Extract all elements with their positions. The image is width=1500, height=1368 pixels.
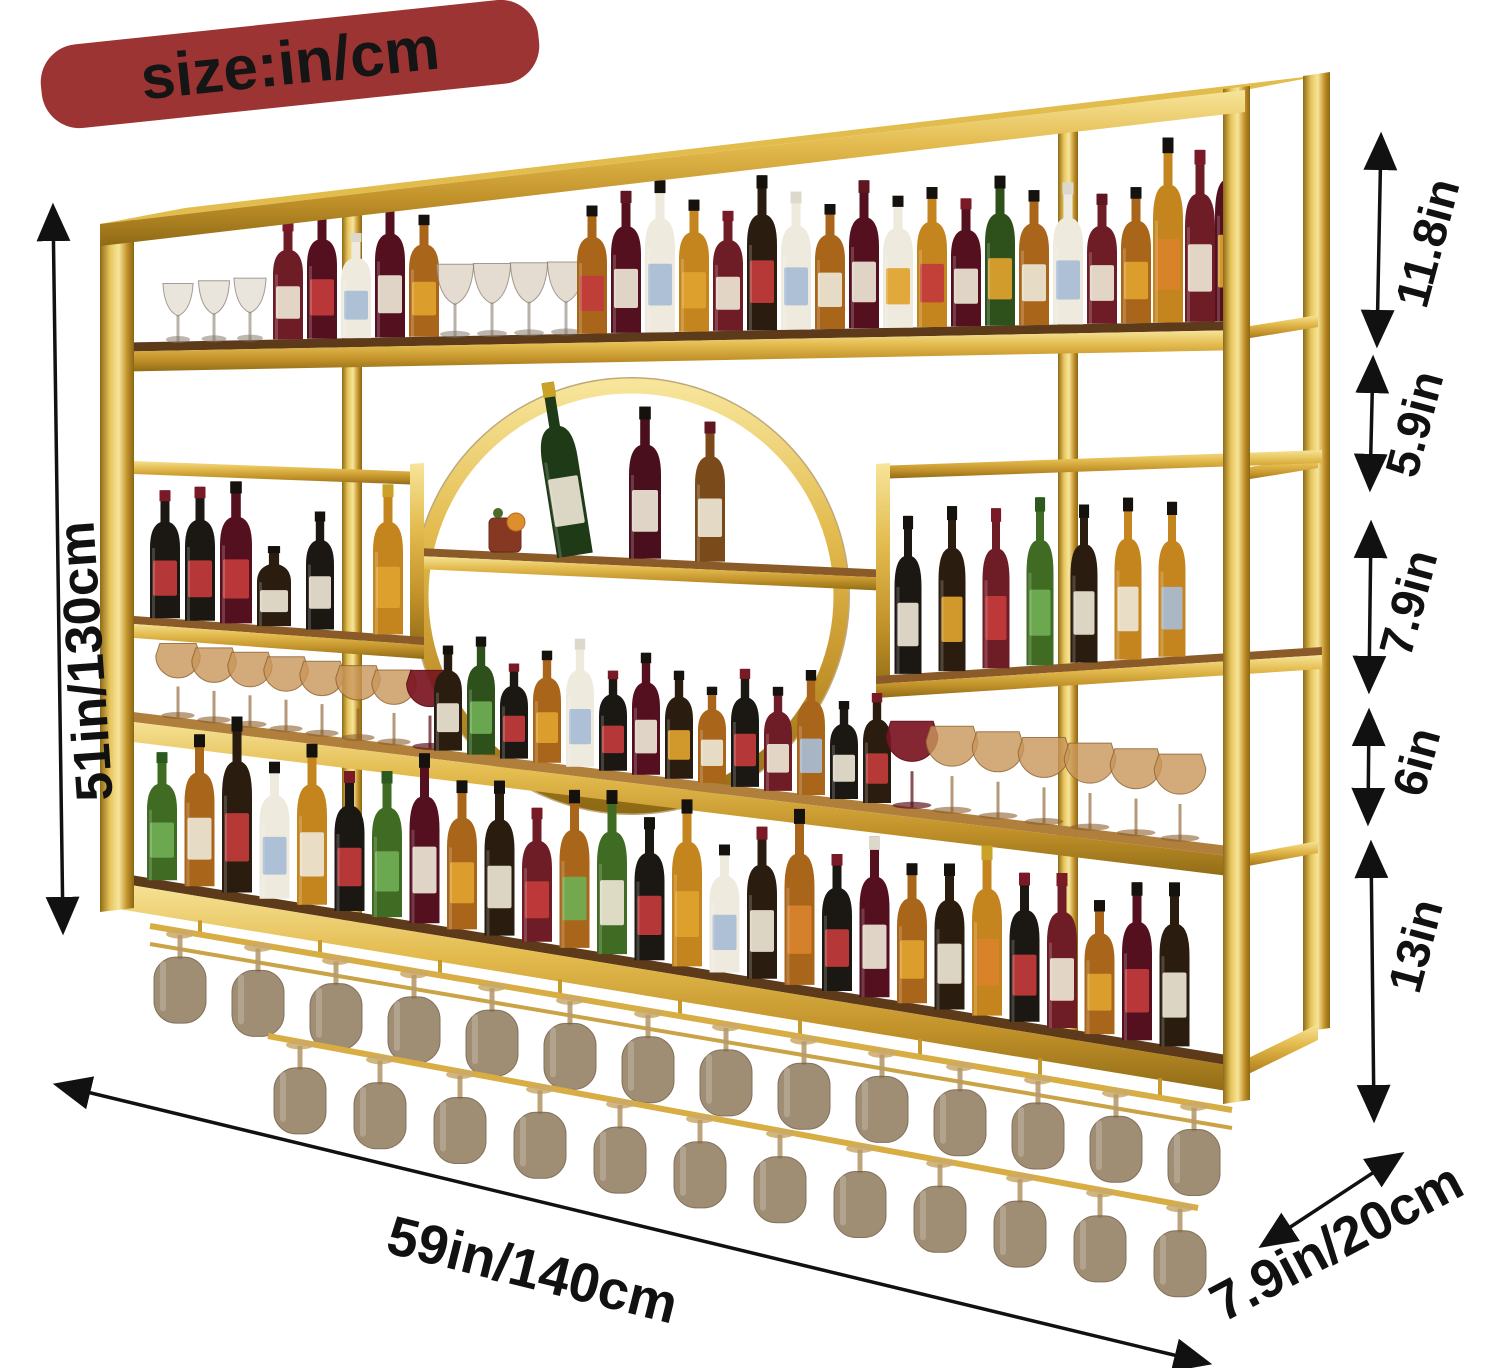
gap-label-2: 5.9in bbox=[1375, 365, 1454, 482]
gap-arrow-5 bbox=[1354, 839, 1391, 1124]
gap-arrow-3 bbox=[1352, 519, 1388, 695]
dimension-depth: 7.9in/20cm bbox=[1201, 1151, 1473, 1334]
gap-arrow-4 bbox=[1351, 707, 1386, 827]
width-arrow bbox=[52, 1076, 1213, 1368]
depth-arrow bbox=[1258, 1152, 1405, 1248]
gap-label-5: 13in bbox=[1377, 893, 1453, 998]
wall-bar-shelf-illustration bbox=[100, 72, 1330, 1298]
dimension-right-gaps: 11.8in 5.9in 7.9in 6in 13in bbox=[1351, 131, 1470, 1124]
gap-label-4: 6in bbox=[1382, 722, 1451, 801]
depth-label: 7.9in/20cm bbox=[1201, 1151, 1473, 1334]
gap-arrow-1 bbox=[1360, 131, 1398, 349]
banner-background bbox=[40, 0, 540, 129]
gap-label-3: 7.9in bbox=[1369, 544, 1448, 661]
size-unit-banner: size:in/cm bbox=[40, 0, 540, 129]
gap-label-1: 11.8in bbox=[1385, 173, 1470, 313]
gap-arrow-2 bbox=[1353, 354, 1390, 493]
height-arrow bbox=[36, 202, 80, 936]
width-label: 59in/140cm bbox=[381, 1204, 684, 1336]
